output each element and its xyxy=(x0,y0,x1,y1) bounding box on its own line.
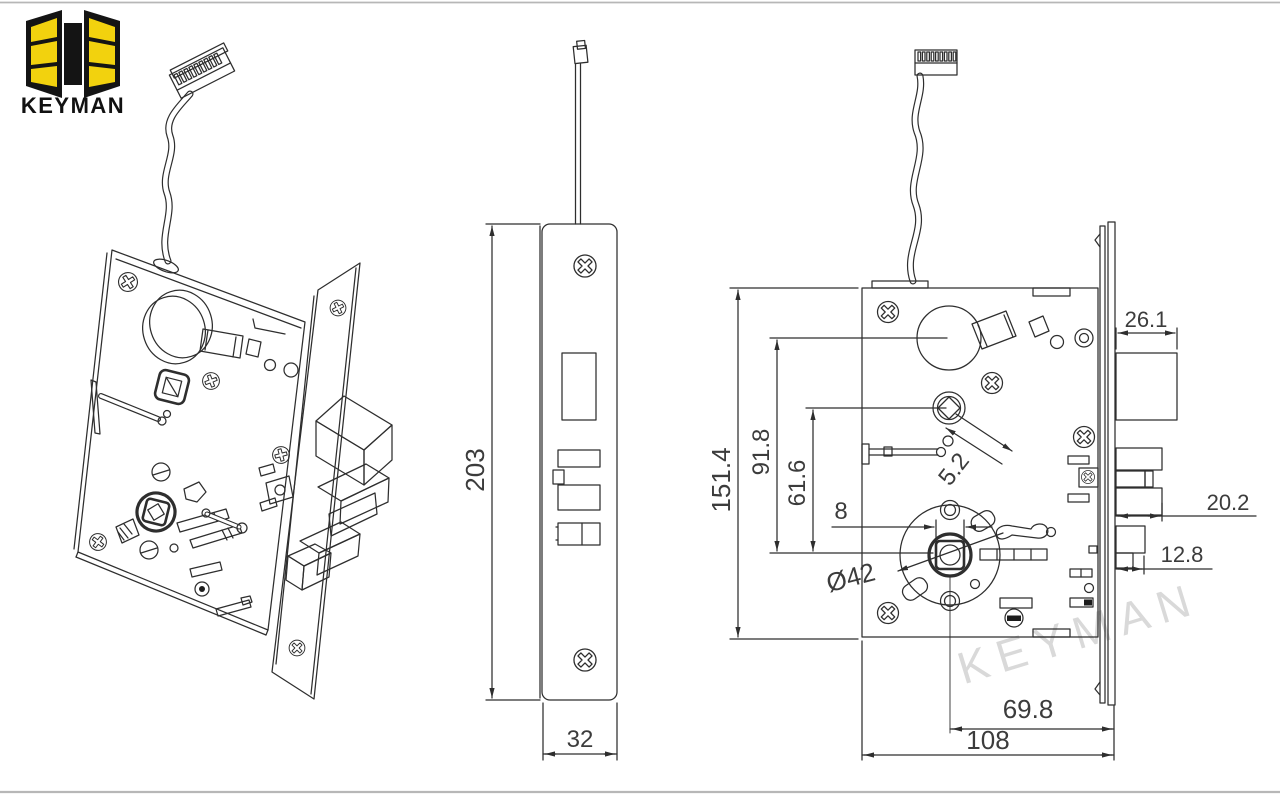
dim-203-label: 203 xyxy=(460,448,490,491)
faceplate-edge xyxy=(541,223,618,701)
dim-20-2-label: 20.2 xyxy=(1207,490,1250,515)
cylinder-hole xyxy=(149,289,213,359)
deadbolt xyxy=(1115,525,1146,554)
keyman-logo-icon xyxy=(26,10,120,98)
screw-icon xyxy=(288,639,306,657)
dim-height-203 xyxy=(485,223,541,701)
faceplate-iso xyxy=(271,262,361,700)
screw-icon xyxy=(199,369,223,393)
edge-view: 203 32 xyxy=(460,39,618,761)
spindle-follower xyxy=(153,368,191,406)
scalp-plate xyxy=(1099,225,1106,704)
dim-69-8-label: 69.8 xyxy=(1003,694,1054,724)
lever-hub xyxy=(135,491,177,533)
screw-icon xyxy=(876,601,900,625)
lever-arm xyxy=(995,523,1049,540)
screw-icon xyxy=(573,254,597,278)
screw-icon xyxy=(876,300,900,324)
armor-front xyxy=(1107,221,1116,706)
keyman-logo-wordmark: KEYMAN xyxy=(21,93,125,118)
screw-icon xyxy=(116,270,140,294)
wire-connector-icon xyxy=(168,42,236,99)
dim-108-label: 108 xyxy=(966,725,1009,755)
keyman-watermark: KEYMAN xyxy=(951,572,1205,694)
screw-icon xyxy=(1081,470,1095,484)
dim-91-8-label: 91.8 xyxy=(748,429,775,476)
front-view: 151.4 91.8 61.6 8 5.2 Ø42 26.1 20.2 12.8… xyxy=(706,49,1257,761)
dim-61-6-label: 61.6 xyxy=(784,460,811,507)
wire-connector-icon xyxy=(572,39,589,65)
screw-icon xyxy=(980,371,1004,395)
screw-icon xyxy=(1072,425,1096,449)
dim-32-label: 32 xyxy=(567,726,594,753)
dim-5-2-label: 5.2 xyxy=(933,448,975,491)
latch-bolt-iso xyxy=(285,395,393,591)
screw-icon xyxy=(87,531,109,553)
screw-icon xyxy=(327,297,349,319)
screw-icon xyxy=(268,442,294,468)
dim-26-1-label: 26.1 xyxy=(1125,307,1168,332)
wire-connector-icon xyxy=(914,49,958,76)
screw-icon xyxy=(573,648,597,672)
cylinder-housing xyxy=(1115,352,1178,421)
dim-151-4-label: 151.4 xyxy=(706,447,736,512)
dim-12-8-label: 12.8 xyxy=(1161,542,1204,567)
dim-lines xyxy=(729,287,1257,761)
dim-dia42-label: Ø42 xyxy=(823,556,878,598)
latch-bolt xyxy=(1115,447,1163,471)
dim-8-label: 8 xyxy=(834,498,847,525)
keyman-logo: KEYMAN xyxy=(21,10,125,118)
dim-width-32 xyxy=(542,702,618,761)
isometric-view xyxy=(73,42,393,700)
